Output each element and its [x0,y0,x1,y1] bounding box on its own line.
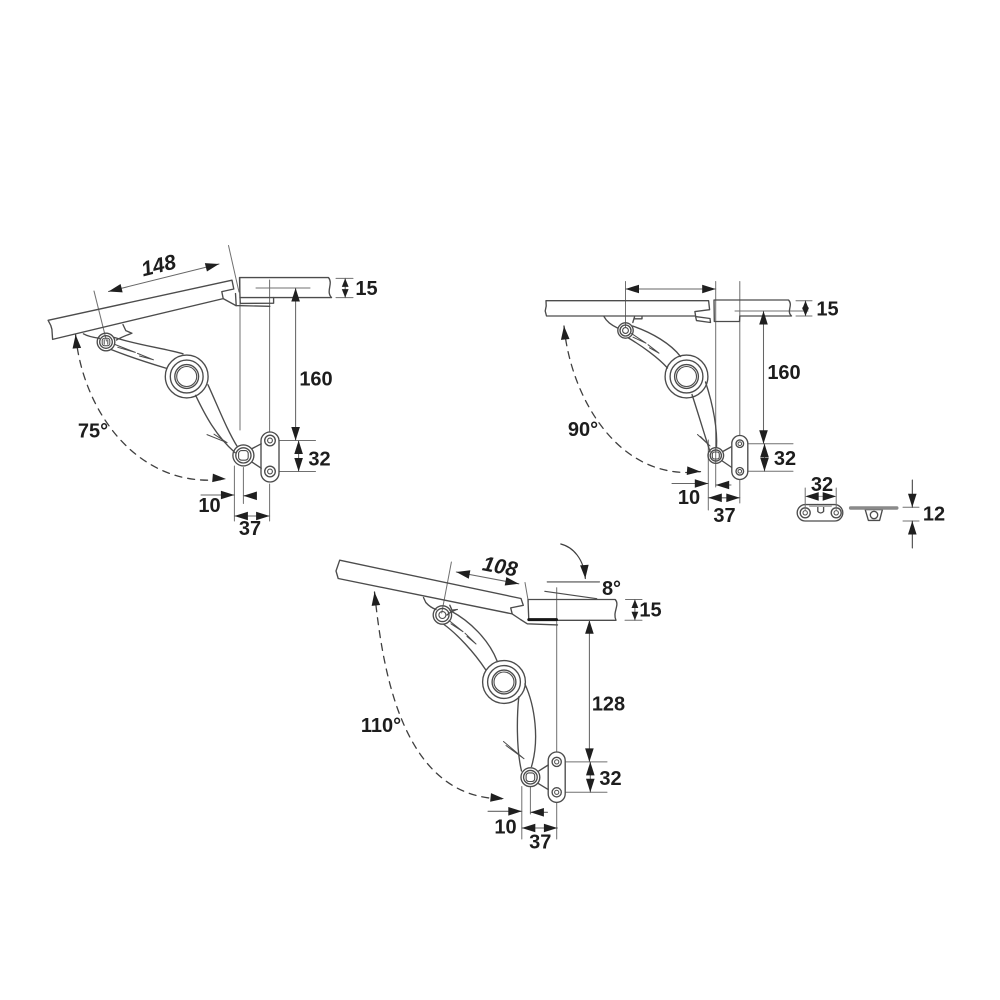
svg-text:32: 32 [599,768,621,790]
svg-text:110°: 110° [361,715,401,737]
svg-text:32: 32 [308,449,330,471]
svg-text:37: 37 [529,832,551,854]
svg-text:10: 10 [198,495,220,517]
svg-text:37: 37 [239,518,261,540]
svg-text:10: 10 [678,487,700,509]
svg-text:15: 15 [816,299,838,321]
svg-text:32: 32 [774,448,796,470]
svg-text:160: 160 [767,362,800,384]
svg-text:37: 37 [713,505,735,527]
svg-text:15: 15 [355,278,377,300]
svg-text:32: 32 [811,474,833,496]
svg-text:160: 160 [299,369,332,391]
svg-text:75°: 75° [78,421,108,443]
svg-text:12: 12 [923,504,945,526]
svg-text:148: 148 [139,251,179,282]
svg-text:128: 128 [592,694,625,716]
svg-text:15: 15 [639,600,661,622]
svg-text:8°: 8° [602,578,621,600]
svg-text:10: 10 [494,817,516,839]
svg-text:90°: 90° [568,419,598,441]
